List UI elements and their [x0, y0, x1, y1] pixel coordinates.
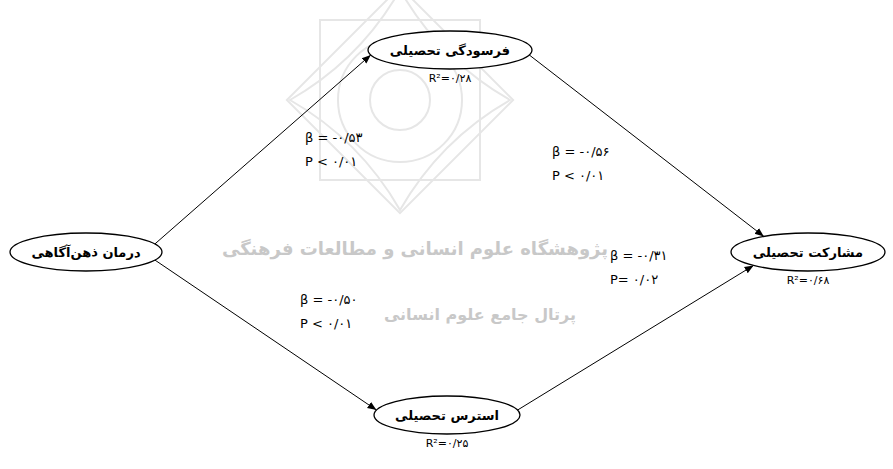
construct-node: فرسودگی تحصیلی R²=۰/۲۸	[367, 30, 533, 85]
ellipse-outline	[731, 233, 885, 271]
path-coefficient: β = -۰/۵۳ P < ۰/۰۱	[305, 126, 365, 174]
watermark-text: پژوهشگاه علوم انسانی و مطالعات فرهنگی	[222, 238, 608, 259]
ellipse-shape: درمان ذهن‌آگاهی	[9, 232, 163, 272]
ellipse-outline	[10, 233, 162, 271]
watermark-text: پرتال جامع علوم انسانی	[384, 305, 576, 324]
path-arrow	[155, 55, 371, 244]
path-coefficient: β = -۰/۵۰ P < ۰/۰۱	[300, 288, 360, 336]
r-squared: R²=۰/۲۵	[373, 437, 521, 450]
path-arrow	[529, 55, 764, 237]
construct-node: مشارکت تحصیلی R²=۰/۶۸	[730, 232, 886, 287]
construct-node: استرس تحصیلی R²=۰/۲۵	[373, 395, 521, 450]
ellipse-shape: فرسودگی تحصیلی	[367, 30, 533, 70]
path-arrow	[518, 265, 754, 410]
construct-name: استرس تحصیلی	[395, 408, 499, 423]
r-squared: R²=۰/۲۸	[367, 72, 533, 85]
ellipse-shape: مشارکت تحصیلی	[730, 232, 886, 272]
path-arrow	[155, 260, 377, 410]
ellipse-outline	[368, 31, 532, 69]
r-squared: R²=۰/۶۸	[730, 274, 886, 287]
construct-node: درمان ذهن‌آگاهی	[9, 232, 163, 272]
construct-name: فرسودگی تحصیلی	[390, 43, 510, 58]
construct-name: درمان ذهن‌آگاهی	[31, 245, 140, 260]
path-coefficient: β = -۰/۳۱ P= ۰/۰۲	[610, 244, 670, 292]
path-coefficient: β = -۰/۵۶ P < ۰/۰۱	[552, 140, 612, 188]
ellipse-outline	[374, 396, 520, 434]
construct-name: مشارکت تحصیلی	[753, 245, 863, 260]
ellipse-shape: استرس تحصیلی	[373, 395, 521, 435]
logo-circle	[370, 70, 430, 130]
